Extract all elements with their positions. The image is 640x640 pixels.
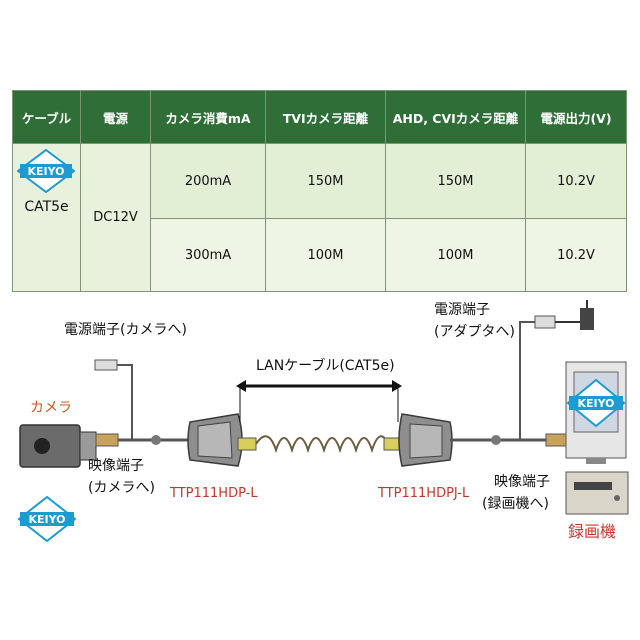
right-balun xyxy=(383,413,520,467)
current-value-2: 300mA xyxy=(150,218,266,292)
adapter-power-connector xyxy=(519,300,594,440)
tvi-value-1: 150M xyxy=(265,143,386,219)
wiring-diagram: KEIYO KEIYO xyxy=(17,300,629,543)
camera-video-label-2: (カメラへ) xyxy=(88,480,155,496)
lan-cable xyxy=(255,435,389,454)
camera-label: カメラ xyxy=(30,400,72,416)
header-ahd-cvi-distance: AHD, CVIカメラ距離 xyxy=(385,90,526,144)
cable-cell: KEIYO CAT5e xyxy=(12,143,81,292)
camera-power-label: 電源端子(カメラへ) xyxy=(64,322,187,338)
current-value-1: 200mA xyxy=(150,143,266,219)
logo-text: KEIYO xyxy=(27,165,64,178)
right-unit-label: TTP111HDPJ-L xyxy=(378,486,470,501)
recorder-video-label-2: (録画機へ) xyxy=(482,496,549,512)
recorder-image xyxy=(565,471,629,515)
table-header-row: ケーブル 電源 カメラ消費mA TVIカメラ距離 AHD, CVIカメラ距離 電… xyxy=(12,90,627,144)
spec-table: ケーブル 電源 カメラ消費mA TVIカメラ距離 AHD, CVIカメラ距離 電… xyxy=(12,90,627,292)
keiyo-logo: KEIYO xyxy=(17,148,75,193)
recorder-video-connector xyxy=(520,433,567,447)
camera-video-label-1: 映像端子 xyxy=(88,458,144,474)
header-tvi-distance: TVIカメラ距離 xyxy=(265,90,386,144)
ahd-cvi-value-2: 100M xyxy=(385,218,526,292)
table-row: KEIYO CAT5e DC12V 200mA 150M 150M 10.2V xyxy=(12,143,627,292)
lan-cable-label: LANケーブル(CAT5e) xyxy=(256,358,395,374)
adapter-label-1: 電源端子 xyxy=(434,302,490,318)
keiyo-logo-bottom: KEIYO xyxy=(17,495,77,543)
table-row: 300mA 100M 100M 10.2V xyxy=(13,218,627,292)
camera-video-connector xyxy=(95,433,190,447)
left-balun xyxy=(187,413,257,467)
header-power: 電源 xyxy=(80,90,151,144)
adapter-label-2: (アダプタへ) xyxy=(434,324,515,340)
logo-text: KEIYO xyxy=(577,397,614,410)
logo-text: KEIYO xyxy=(28,513,65,526)
recorder-label: 録画機 xyxy=(568,522,617,541)
camera-image xyxy=(19,424,97,468)
output-value-1: 10.2V xyxy=(525,143,627,219)
tvi-value-2: 100M xyxy=(265,218,386,292)
camera-power-connector xyxy=(94,359,150,441)
ahd-cvi-value-1: 150M xyxy=(385,143,526,219)
header-cable: ケーブル xyxy=(12,90,81,144)
cable-value: CAT5e xyxy=(24,198,69,215)
power-value: DC12V xyxy=(80,143,151,292)
output-value-2: 10.2V xyxy=(525,218,627,292)
header-power-output: 電源出力(V) xyxy=(525,90,627,144)
recorder-video-label-1: 映像端子 xyxy=(494,474,550,490)
left-unit-label: TTP111HDP-L xyxy=(170,486,258,501)
header-camera-current: カメラ消費mA xyxy=(150,90,266,144)
keiyo-logo-monitor: KEIYO xyxy=(566,378,626,428)
